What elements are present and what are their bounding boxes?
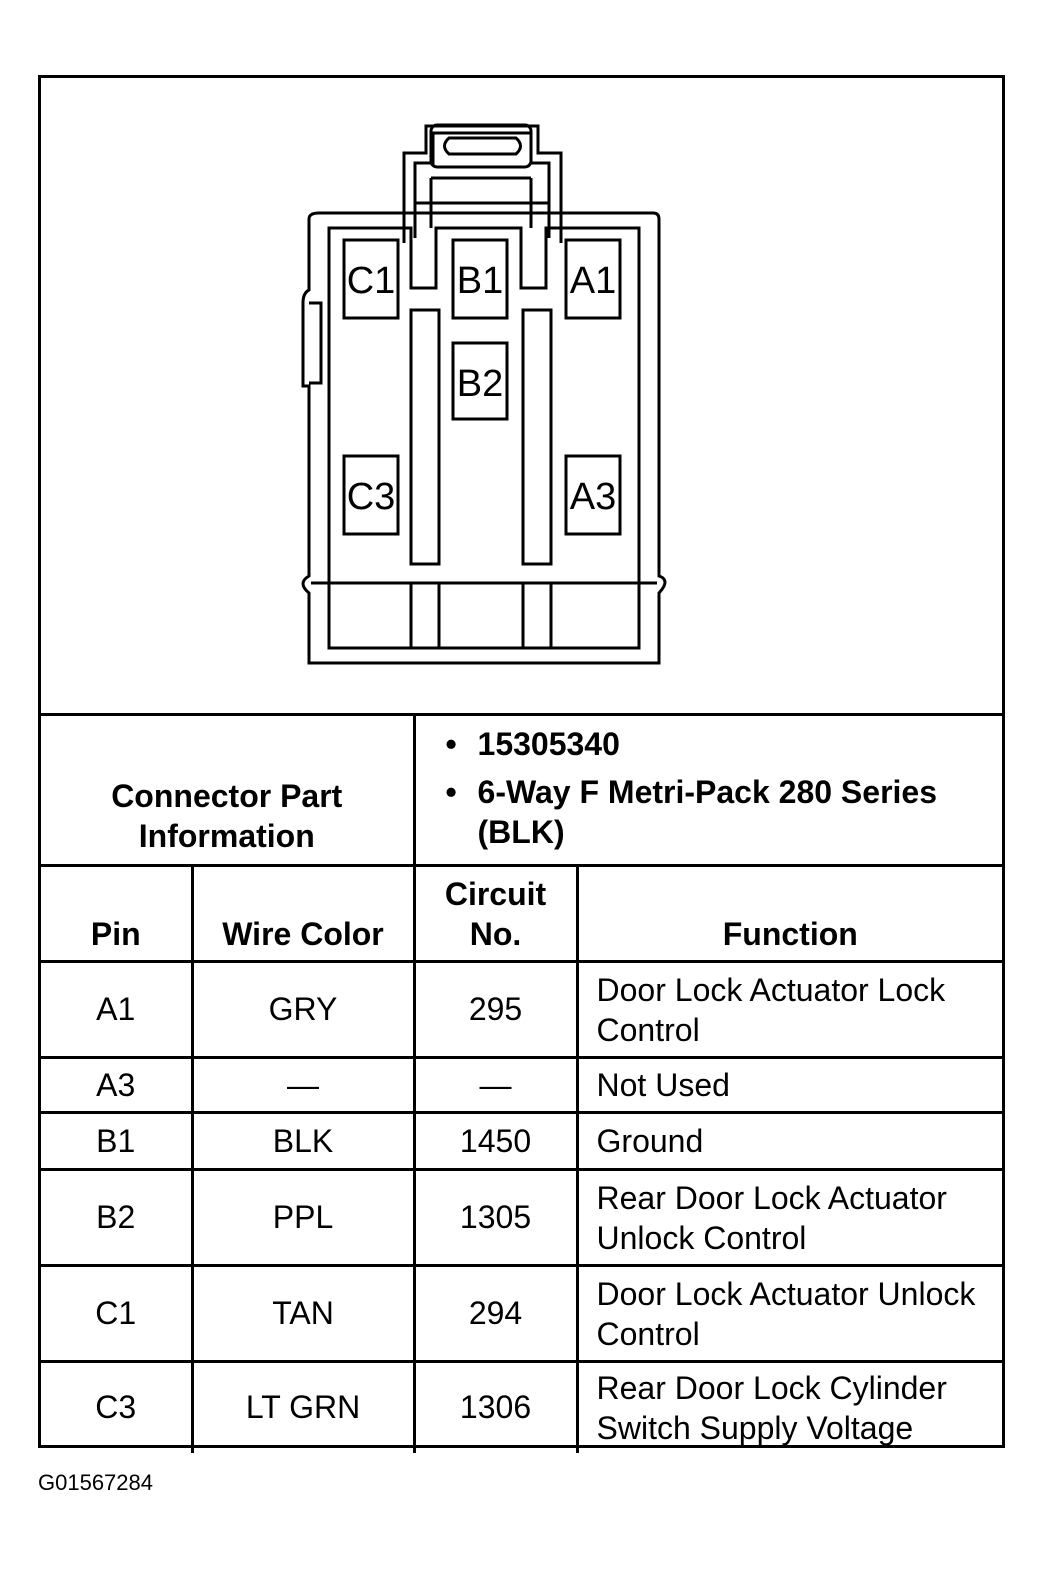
table-row: A1 GRY 295 Door Lock Actuator Lock Contr… bbox=[41, 960, 1003, 1059]
cell-function: Rear Door Lock Cylinder Switch Supply Vo… bbox=[575, 1360, 1003, 1453]
cell-pin: A1 bbox=[41, 960, 194, 1059]
table-row: C1 TAN 294 Door Lock Actuator Unlock Con… bbox=[41, 1264, 1003, 1363]
cell-function: Door Lock Actuator Unlock Control bbox=[575, 1264, 1003, 1363]
header-function: Function bbox=[575, 864, 1003, 963]
cell-wire-color: — bbox=[190, 1056, 416, 1114]
cell-circuit: 1306 bbox=[412, 1360, 579, 1453]
cell-wire-color: GRY bbox=[190, 960, 416, 1059]
table-row: A3 — — Not Used bbox=[41, 1056, 1003, 1114]
cell-circuit: 295 bbox=[412, 960, 579, 1059]
cell-wire-color: BLK bbox=[190, 1111, 416, 1171]
connector-part-number: 15305340 bbox=[446, 724, 1003, 764]
cell-pin: C3 bbox=[41, 1360, 194, 1453]
cell-circuit: 1305 bbox=[412, 1168, 579, 1267]
pin-label-b2: B2 bbox=[457, 363, 503, 405]
header-wire-color: Wire Color bbox=[190, 864, 416, 963]
connector-face-drawing: C1 B1 A1 B2 C3 A3 bbox=[301, 123, 667, 665]
connector-diagram-area: C1 B1 A1 B2 C3 A3 bbox=[41, 78, 1002, 716]
table-row: B2 PPL 1305 Rear Door Lock Actuator Unlo… bbox=[41, 1168, 1003, 1267]
connector-info-row: Connector Part Information 15305340 6-Wa… bbox=[41, 716, 1003, 867]
pin-label-a1: A1 bbox=[570, 260, 616, 302]
connector-info-values: 15305340 6-Way F Metri-Pack 280 Series (… bbox=[412, 716, 1003, 867]
cell-pin: B2 bbox=[41, 1168, 194, 1267]
figure-code: G01567284 bbox=[38, 1470, 153, 1495]
pin-label-c1: C1 bbox=[347, 260, 396, 302]
cell-pin: B1 bbox=[41, 1111, 194, 1171]
cell-circuit: 294 bbox=[412, 1264, 579, 1363]
table-row: C3 LT GRN 1306 Rear Door Lock Cylinder S… bbox=[41, 1360, 1003, 1453]
cell-wire-color: PPL bbox=[190, 1168, 416, 1267]
cell-pin: C1 bbox=[41, 1264, 194, 1363]
pin-label-a3: A3 bbox=[570, 476, 616, 518]
cell-function: Door Lock Actuator Lock Control bbox=[575, 960, 1003, 1059]
connector-pin-table: Connector Part Information 15305340 6-Wa… bbox=[41, 716, 1003, 1453]
connector-type: 6-Way F Metri-Pack 280 Series (BLK) bbox=[446, 772, 1003, 852]
pin-label-c3: C3 bbox=[347, 476, 396, 518]
cell-function: Ground bbox=[575, 1111, 1003, 1171]
cell-function: Not Used bbox=[575, 1056, 1003, 1114]
pin-label-b1: B1 bbox=[457, 260, 503, 302]
cell-circuit: — bbox=[412, 1056, 579, 1114]
cell-wire-color: LT GRN bbox=[190, 1360, 416, 1453]
cell-circuit: 1450 bbox=[412, 1111, 579, 1171]
header-circuit: Circuit No. bbox=[412, 864, 579, 963]
table-row: B1 BLK 1450 Ground bbox=[41, 1111, 1003, 1171]
table-header-row: Pin Wire Color Circuit No. Function bbox=[41, 864, 1003, 963]
cell-function: Rear Door Lock Actuator Unlock Control bbox=[575, 1168, 1003, 1267]
header-pin: Pin bbox=[41, 864, 194, 963]
cell-wire-color: TAN bbox=[190, 1264, 416, 1363]
cell-pin: A3 bbox=[41, 1056, 194, 1114]
connector-info-label: Connector Part Information bbox=[41, 716, 416, 867]
figure-frame: C1 B1 A1 B2 C3 A3 Connector Part Informa… bbox=[38, 75, 1005, 1453]
